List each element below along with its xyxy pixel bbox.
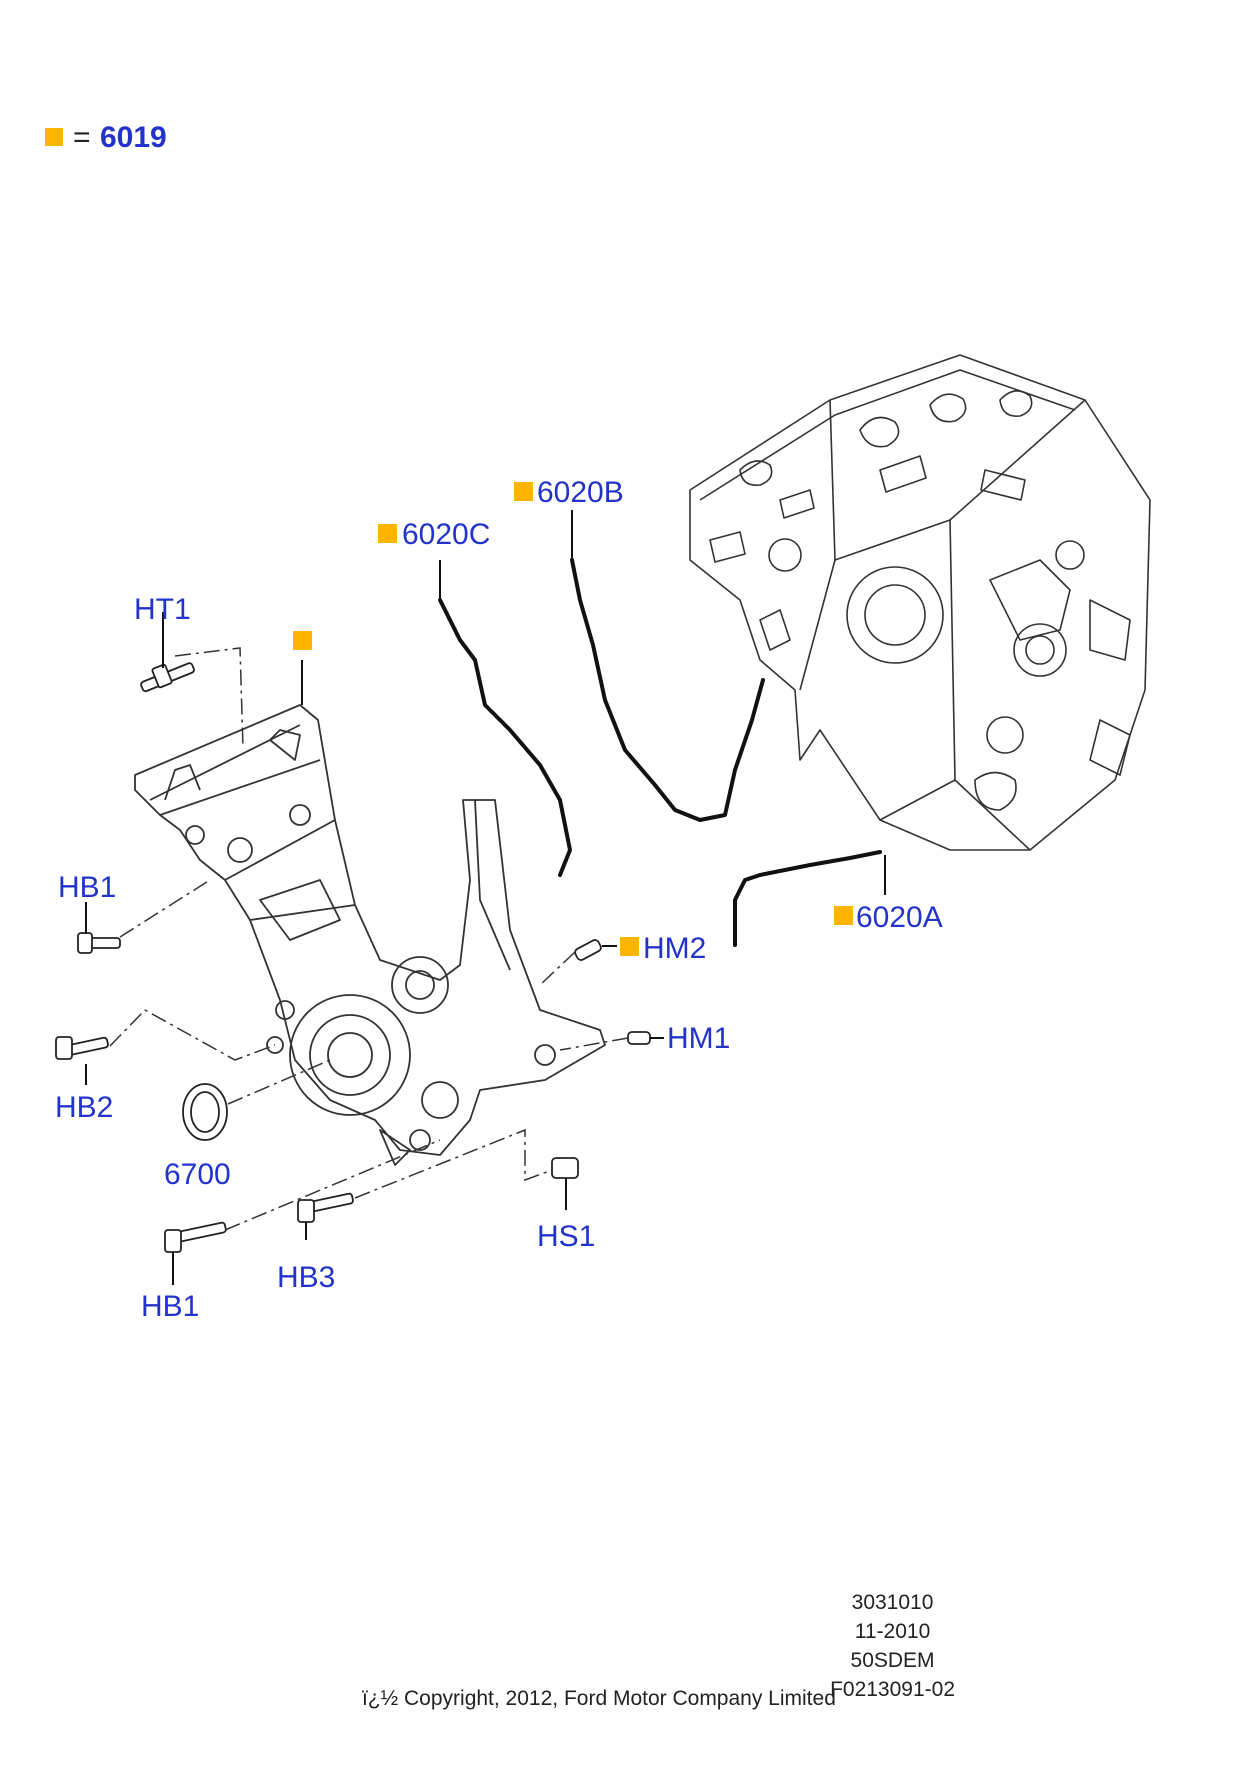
legend: = 6019 [45, 121, 167, 154]
gaskets [438, 558, 882, 947]
leader-lines [85, 510, 886, 1285]
color-markers [293, 482, 853, 956]
label-hm1: HM1 [667, 1022, 730, 1055]
gasket-6020c [438, 598, 572, 877]
callout-labels: HT1 HB1 HB2 6700 HB1 HB3 HS1 HM1 HM2 602… [55, 476, 943, 1323]
marker-6020b [514, 482, 533, 501]
meta-line-2: 11-2010 [854, 1620, 931, 1643]
label-hb1-top: HB1 [58, 871, 116, 904]
label-hs1: HS1 [537, 1220, 595, 1253]
gasket-6020b [570, 558, 765, 822]
bolt-hb2 [55, 1036, 109, 1060]
meta-line-4: F0213091-02 [830, 1678, 955, 1701]
sleeve-hs1 [551, 1157, 579, 1179]
meta-line-3: 50SDEM [850, 1649, 935, 1672]
label-ht1: HT1 [134, 593, 191, 626]
legend-color-swatch [45, 128, 63, 146]
bolt-hb3 [297, 1192, 354, 1223]
label-6020c: 6020C [402, 518, 490, 551]
oil-seal-6700 [182, 1083, 228, 1141]
hardware-parts [55, 662, 651, 1253]
marker-cover [293, 631, 312, 650]
marker-hm2 [620, 937, 639, 956]
diagram-metadata: 3031010 11-2010 50SDEM F0213091-02 [830, 1588, 955, 1704]
meta-line-1: 3031010 [851, 1591, 934, 1614]
label-hb2: HB2 [55, 1091, 113, 1124]
copyright-notice: ï¿½ Copyright, 2012, Ford Motor Company … [362, 1687, 836, 1710]
marker-6020a [834, 906, 853, 925]
bolt-hb1-bottom [164, 1221, 227, 1253]
pin-hm1 [627, 1031, 651, 1045]
pin-hm2 [574, 939, 602, 961]
legend-equals: = [73, 121, 91, 154]
timing-cover-drawing [134, 704, 606, 1166]
alignment-lines [109, 647, 629, 1231]
label-6020a: 6020A [856, 901, 943, 934]
label-hb3: HB3 [277, 1261, 335, 1294]
label-hb1-bottom: HB1 [141, 1290, 199, 1323]
engine-block-drawing [689, 354, 1151, 851]
marker-6020c [378, 524, 397, 543]
label-6020b: 6020B [537, 476, 624, 509]
label-6700: 6700 [164, 1158, 231, 1191]
gasket-6020a [733, 850, 882, 947]
label-hm2: HM2 [643, 932, 706, 965]
bolt-hb1-top [77, 932, 121, 954]
legend-part-number: 6019 [100, 121, 167, 154]
stud-ht1 [140, 662, 195, 693]
